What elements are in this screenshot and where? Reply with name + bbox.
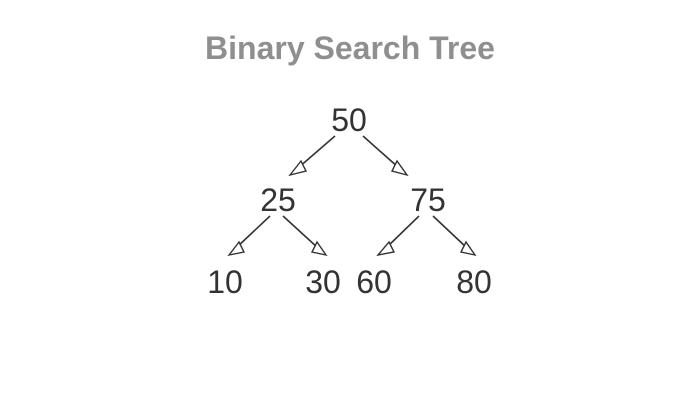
edge-75-60 <box>376 215 420 257</box>
edge-75-80 <box>432 215 477 257</box>
edge-line <box>282 215 319 249</box>
node-right-right: 80 <box>456 264 492 300</box>
edge-line <box>297 135 336 169</box>
node-right: 75 <box>410 182 446 218</box>
edge-25-10 <box>227 215 271 257</box>
arrowhead-icon <box>227 240 246 257</box>
edge-25-30 <box>282 215 328 257</box>
nodes-layer: 50 25 75 10 30 60 80 <box>207 102 492 300</box>
arrowhead-icon <box>459 240 477 257</box>
edge-50-25 <box>288 135 336 177</box>
arrowhead-icon <box>376 240 396 257</box>
node-left-left: 10 <box>207 264 243 300</box>
arrowhead-icon <box>288 159 308 177</box>
edge-50-75 <box>362 135 409 177</box>
node-root: 50 <box>331 102 367 138</box>
node-left: 25 <box>260 182 296 218</box>
arrowhead-icon <box>390 159 409 177</box>
edges-layer <box>227 135 477 257</box>
arrowhead-icon <box>310 240 328 257</box>
diagram-title: Binary Search Tree <box>205 30 495 66</box>
edge-line <box>235 215 271 249</box>
node-right-left: 60 <box>356 264 392 300</box>
edge-line <box>362 135 400 169</box>
node-left-right: 30 <box>305 264 341 300</box>
edge-line <box>432 215 468 249</box>
edge-line <box>385 215 420 249</box>
